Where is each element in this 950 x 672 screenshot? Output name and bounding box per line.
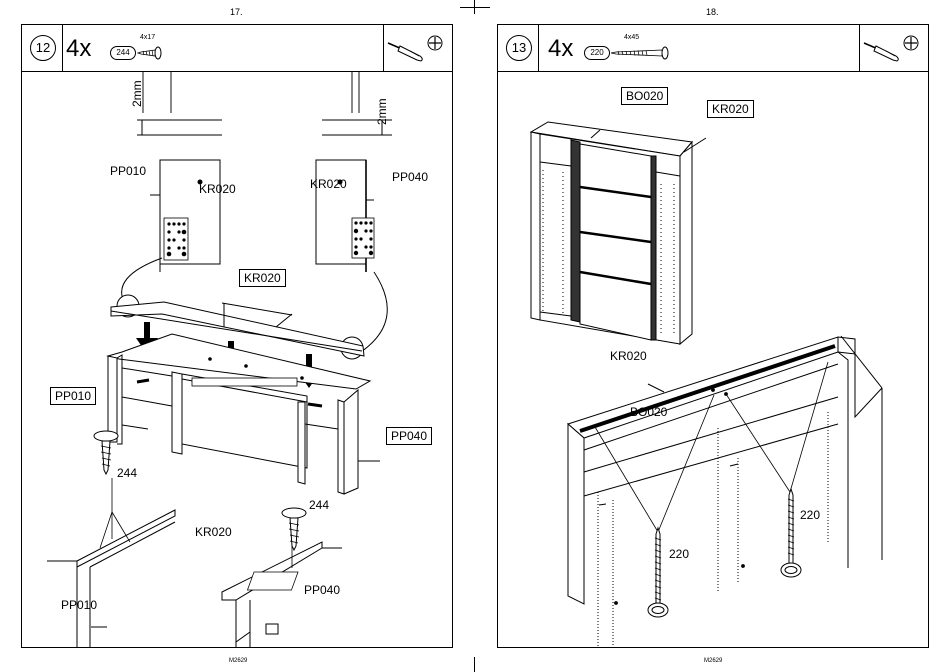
part-label-kr020-boxed: KR020: [239, 269, 286, 287]
wardrobe-carcass: [108, 334, 370, 494]
part-label-pp040: PP040: [304, 583, 340, 597]
gap-label: 2mm: [375, 98, 389, 125]
part-label-pp040: PP040: [392, 170, 428, 184]
left-page-frame: 12 4x 244 4x17: [21, 24, 453, 648]
part-label-kr020: KR020: [195, 525, 232, 539]
screwdriver-icon: [862, 39, 902, 65]
wardrobe-overview: [531, 122, 706, 344]
header-divider: [62, 25, 63, 71]
header-divider: [538, 25, 539, 71]
screwdriver-icon: [386, 39, 426, 65]
wardrobe-closeup: [568, 336, 882, 648]
step-number: 13: [506, 35, 532, 61]
crop-mark: [474, 657, 475, 672]
quantity-label: 4x: [548, 36, 573, 62]
tools-panel: [383, 25, 452, 71]
screw-label-220: 220: [669, 547, 689, 561]
part-label-pp010-boxed: PP010: [50, 387, 96, 405]
detail-bottom-left: [22, 431, 175, 648]
part-code-badge: 244: [110, 46, 136, 60]
tools-panel: [859, 25, 928, 71]
detail-left-panel: [137, 72, 222, 272]
screw-220-right: [781, 489, 801, 577]
step-number: 12: [30, 35, 56, 61]
screw-size-label: 4x45: [624, 34, 639, 41]
crop-mark: [460, 7, 490, 8]
footer-code: M2629: [704, 658, 722, 664]
step-header: 12 4x 244 4x17: [22, 25, 452, 72]
gap-label: 2mm: [130, 80, 144, 107]
phillips-screw-head-icon: [902, 34, 920, 52]
part-label-kr020: KR020: [199, 182, 236, 196]
step-13-illustration: [498, 72, 928, 648]
quantity-label: 4x: [66, 36, 91, 62]
right-page-frame: 13 4x 220 4x45: [497, 24, 929, 648]
part-label-bo020: BO020: [630, 405, 667, 419]
part-label-pp040-boxed: PP040: [386, 427, 432, 445]
step-12-illustration: [22, 72, 452, 648]
detail-bottom-right: [222, 508, 342, 648]
part-label-kr020-boxed: KR020: [707, 100, 754, 118]
screw-220-left: [648, 528, 668, 617]
screw-label-220: 220: [800, 508, 820, 522]
phillips-screw-head-icon: [426, 34, 444, 52]
step-header: 13 4x 220 4x45: [498, 25, 928, 72]
part-label-bo020-boxed: BO020: [621, 87, 668, 105]
screw-size-label: 4x17: [140, 34, 155, 41]
screw-label-244: 244: [117, 466, 137, 480]
part-label-pp010: PP010: [61, 598, 97, 612]
part-label-pp010: PP010: [110, 164, 146, 178]
screw-icon: [610, 45, 670, 61]
page-number: 18.: [706, 7, 719, 17]
screw-icon: [137, 45, 163, 61]
part-label-kr020: KR020: [610, 349, 647, 363]
footer-code: M2629: [229, 658, 247, 664]
page-number: 17.: [230, 7, 243, 17]
part-code-badge: 220: [584, 46, 610, 60]
part-label-kr020: KR020: [310, 177, 347, 191]
screw-label-244: 244: [309, 498, 329, 512]
